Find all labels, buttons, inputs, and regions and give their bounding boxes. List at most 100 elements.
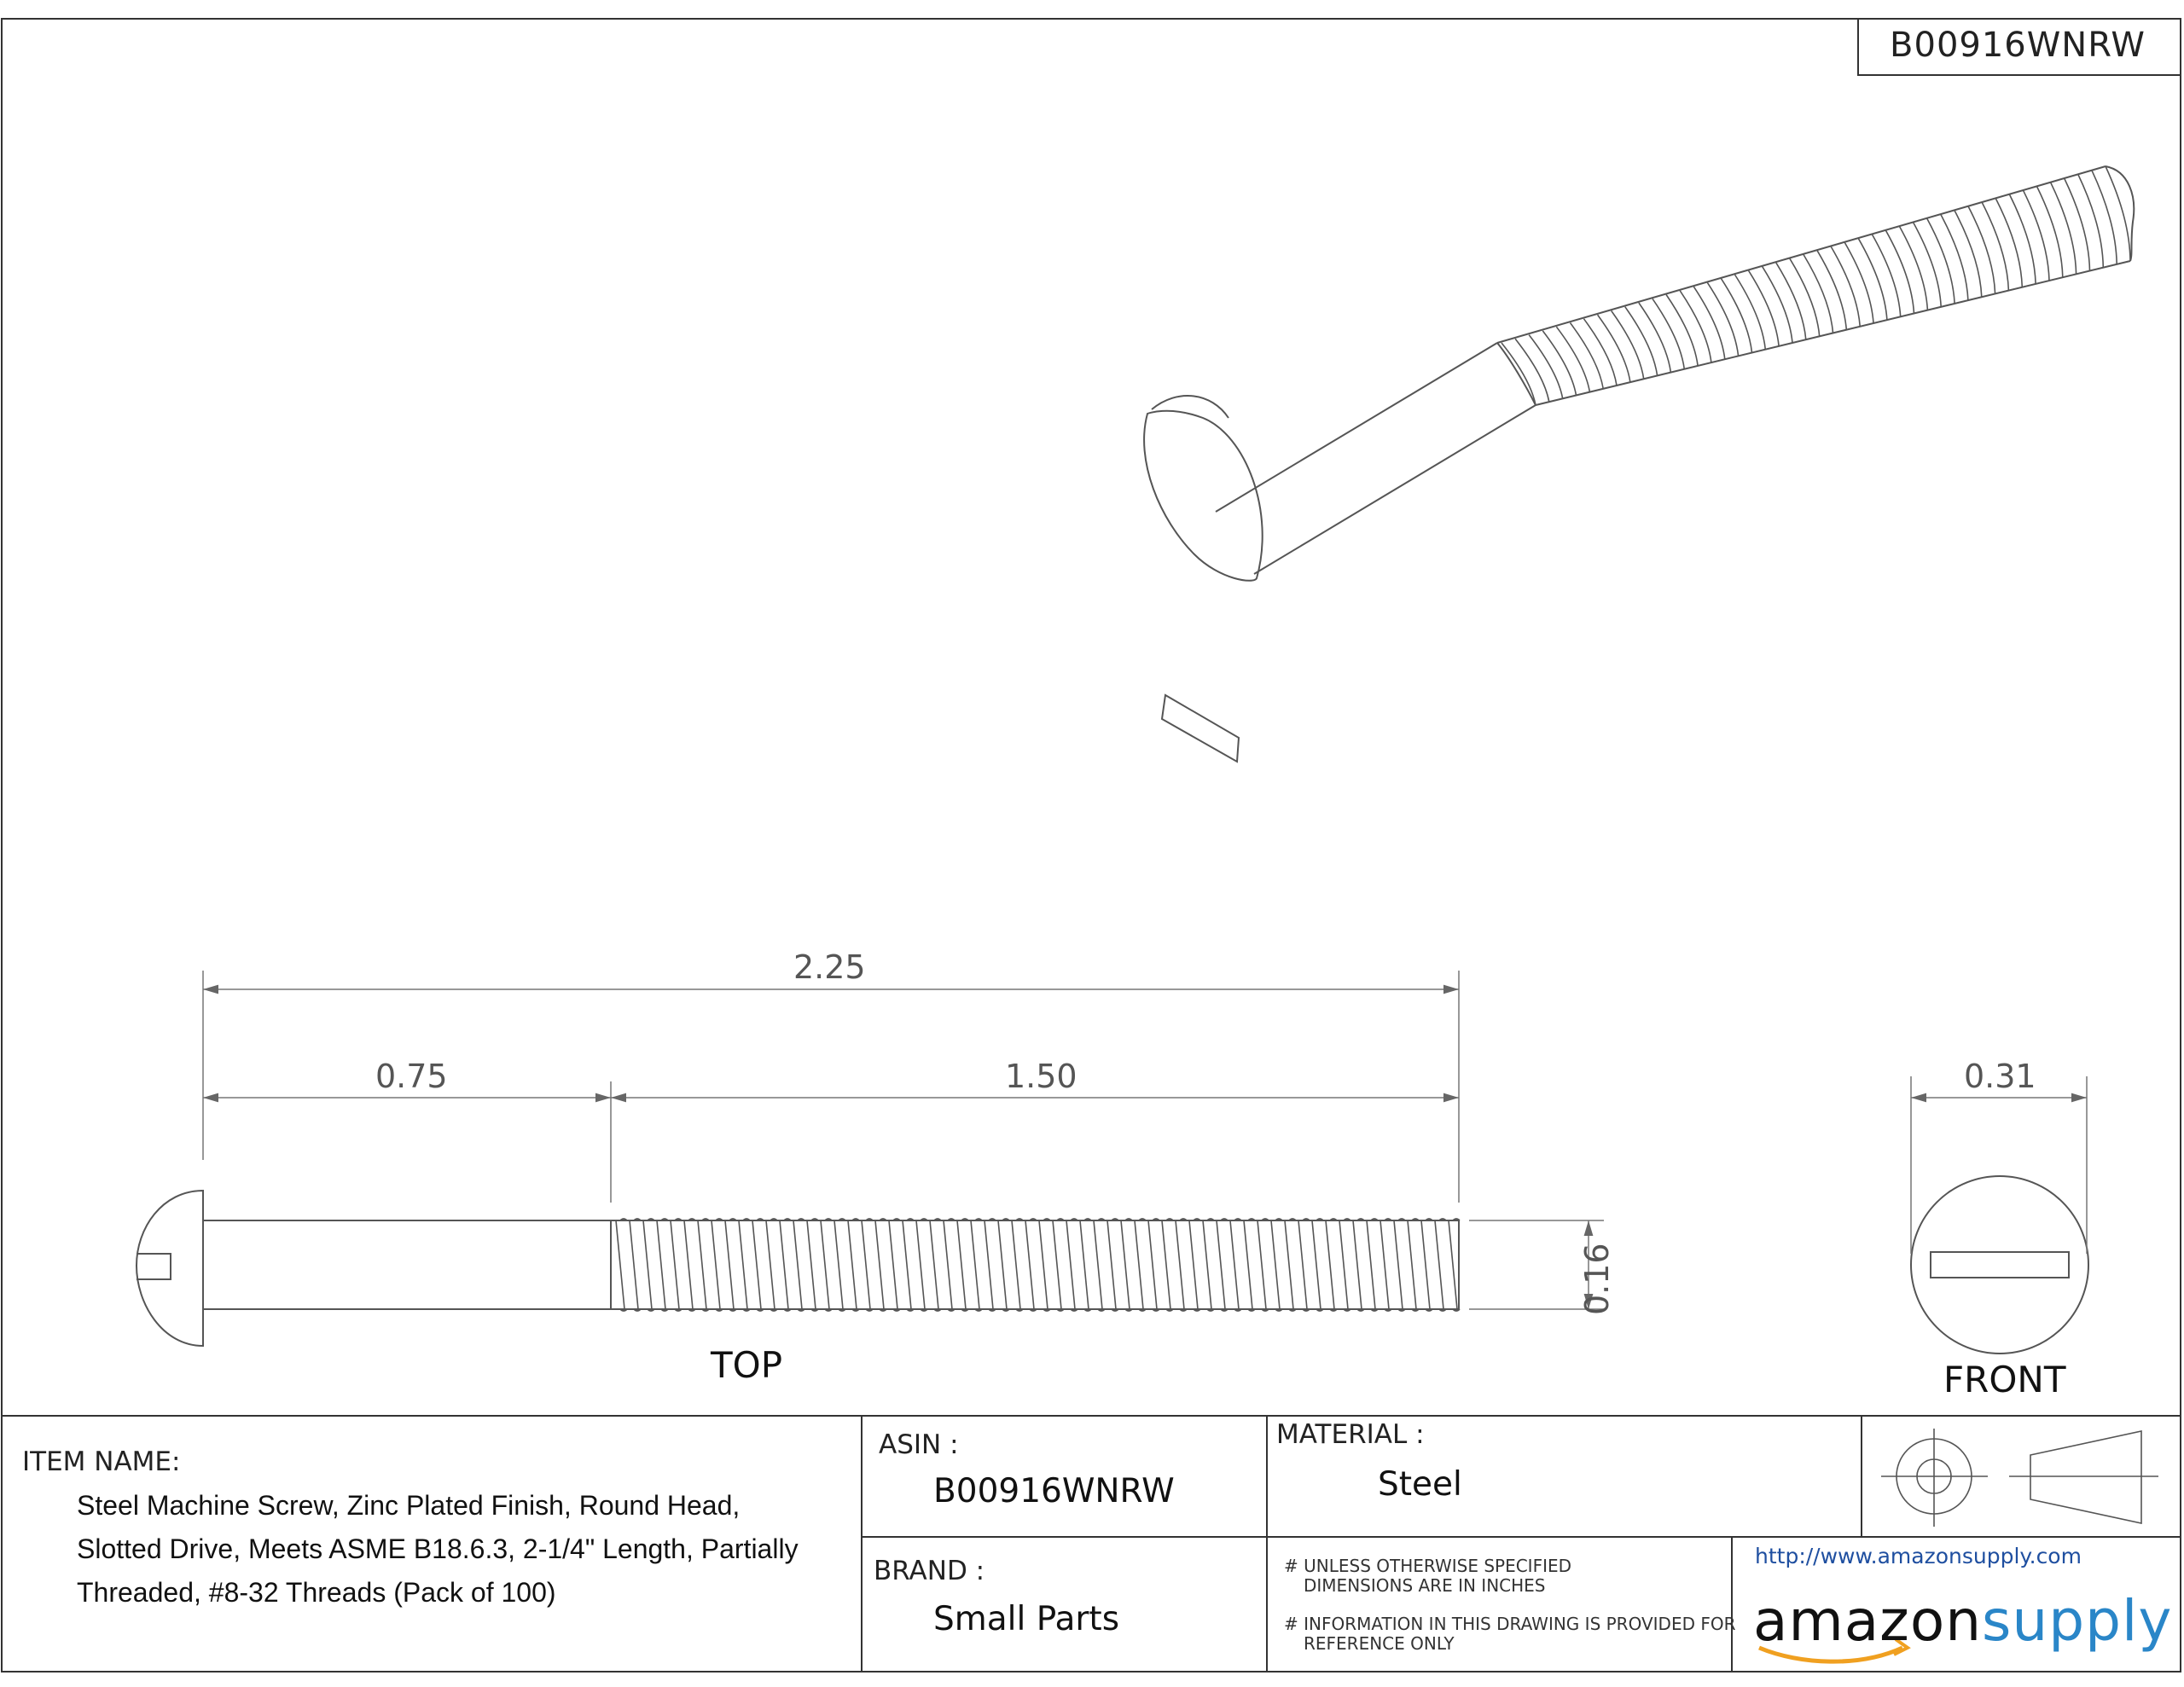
thread-root (1070, 1218, 1078, 1312)
material-value: Steel (1378, 1465, 1462, 1504)
amazonsupply-logo: amazonsupply (1753, 1588, 2172, 1654)
thread-crest (1325, 1220, 1335, 1310)
thread-root (1397, 1218, 1406, 1312)
shank-top (202, 1220, 612, 1310)
part-number-header: B00916WNRW (1890, 26, 2146, 65)
thread-root (1124, 1218, 1133, 1312)
front-view-label: FRONT (1943, 1359, 2066, 1400)
thread-crest (697, 1220, 707, 1310)
thread-crest (656, 1220, 666, 1310)
thread-crest (1420, 1220, 1431, 1310)
thread-crest (724, 1220, 735, 1310)
thread-root (1097, 1218, 1106, 1312)
thread-root (1316, 1218, 1324, 1312)
logo-smile-icon (1758, 1645, 1904, 1664)
thread-root (810, 1218, 819, 1312)
screw-head-isometric (1143, 409, 1263, 582)
thread-crest (1284, 1220, 1294, 1310)
thread-root (1329, 1218, 1338, 1312)
item-name-label: ITEM NAME: (22, 1446, 181, 1477)
thread-root (1165, 1218, 1174, 1312)
thread-crest (1134, 1220, 1144, 1310)
thread-crest (820, 1220, 830, 1310)
thread-root (1043, 1218, 1051, 1312)
thread-crest (1366, 1220, 1376, 1310)
thread-crest (1202, 1220, 1212, 1310)
thread-root (1261, 1218, 1269, 1312)
thread-root (1425, 1218, 1433, 1312)
thread-crest (984, 1220, 994, 1310)
thread-root (701, 1218, 710, 1312)
thread-root (797, 1218, 805, 1312)
thread-root (619, 1218, 628, 1312)
thread-root (947, 1218, 956, 1312)
thread-crest (683, 1220, 694, 1310)
note-reference-line-1: # INFORMATION IN THIS DRAWING IS PROVIDE… (1284, 1614, 1736, 1634)
thread-root (1015, 1218, 1024, 1312)
thread-root (1179, 1218, 1188, 1312)
third-angle-projection-icon (1881, 1429, 2158, 1527)
thread-crest (1380, 1220, 1390, 1310)
thread-root (1234, 1218, 1242, 1312)
thread-root (1029, 1218, 1037, 1312)
thread-crest (1038, 1220, 1048, 1310)
drawing-frame (1, 18, 2181, 1673)
isometric-screw (1143, 165, 2135, 763)
thread-crest (629, 1220, 639, 1310)
thread-root (1193, 1218, 1201, 1312)
thread-root (865, 1218, 874, 1312)
thread-crest (1339, 1220, 1349, 1310)
thread-root (1356, 1218, 1365, 1312)
thread-crest (1448, 1220, 1458, 1310)
thread-root (1056, 1218, 1065, 1312)
thread-root (1411, 1218, 1420, 1312)
thread-root (892, 1218, 901, 1312)
screw-head-top (135, 1189, 204, 1348)
thread-crest (956, 1220, 967, 1310)
thread-crest (874, 1220, 885, 1310)
thread-root (1152, 1218, 1160, 1312)
thread-root (633, 1218, 642, 1312)
thread-root (1275, 1218, 1283, 1312)
thread-crest (1407, 1220, 1417, 1310)
dim-head-diameter: 0.31 (1964, 1058, 2036, 1095)
thread-crest (847, 1220, 857, 1310)
thread-root (688, 1218, 696, 1312)
thread-root (1288, 1218, 1297, 1312)
dim-overall-length: 2.25 (793, 948, 866, 986)
thread-crest (970, 1220, 980, 1310)
thread-root (1302, 1218, 1310, 1312)
thread-crest (1161, 1220, 1171, 1310)
thread-crest (1393, 1220, 1403, 1310)
thread-crest (1270, 1220, 1281, 1310)
thread-root (838, 1218, 846, 1312)
thread-crest (711, 1220, 721, 1310)
slot-front (1930, 1251, 2070, 1278)
screw-head-front (1910, 1175, 2089, 1354)
thread-root (920, 1218, 928, 1312)
thread-crest (1311, 1220, 1321, 1310)
thread-crest (1025, 1220, 1035, 1310)
thread-crest (1052, 1220, 1062, 1310)
supplier-url-link[interactable]: http://www.amazonsupply.com (1755, 1544, 2082, 1568)
thread-crest (834, 1220, 844, 1310)
thread-root (647, 1218, 655, 1312)
thread-crest (888, 1220, 898, 1310)
material-label: MATERIAL : (1276, 1419, 1425, 1450)
thread-root (1083, 1218, 1092, 1312)
dim-thread-diameter: 0.16 (1578, 1243, 1616, 1315)
top-view (135, 971, 1604, 1348)
part-id-box (1857, 18, 2181, 76)
thread-crest (915, 1220, 926, 1310)
thread-crest (1147, 1220, 1158, 1310)
thread-root (1343, 1218, 1351, 1312)
dim-threaded-length: 1.50 (1005, 1058, 1077, 1095)
thread-crest (1011, 1220, 1021, 1310)
thread-top (610, 1220, 1460, 1310)
thread-root (988, 1218, 996, 1312)
brand-value: Small Parts (933, 1600, 1120, 1638)
thread-crest (1188, 1220, 1199, 1310)
thread-root (824, 1218, 833, 1312)
thread-crest (1298, 1220, 1308, 1310)
